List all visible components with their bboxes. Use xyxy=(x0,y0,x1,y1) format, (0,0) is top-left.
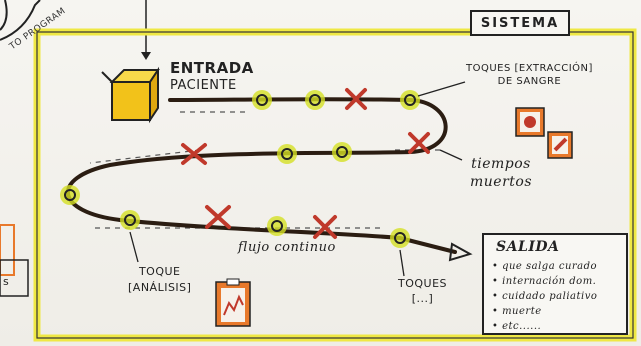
exit-outcome-item: muerte xyxy=(492,304,597,319)
cross-mark xyxy=(313,215,337,239)
box-icon xyxy=(101,66,160,124)
touches-label: TOQUES [...] xyxy=(398,276,447,306)
exit-outcome-item: cuidado paliativo xyxy=(492,289,597,304)
exit-outcome-item: internación dom. xyxy=(492,274,597,289)
touches-line1: TOQUES xyxy=(398,277,448,290)
entry-label: ENTRADA PACIENTE xyxy=(170,60,254,94)
cross-mark xyxy=(408,132,430,154)
analysis-touch-label: TOQUE [ANÁLISIS] xyxy=(128,264,191,296)
left-fragment-box-2 xyxy=(0,259,29,297)
touch-marker xyxy=(390,228,410,248)
blood-extraction-label: TOQUES [EXTRACCIÓN] DE SANGRE xyxy=(466,62,593,88)
dashed-guides xyxy=(89,111,440,229)
touch-marker xyxy=(60,185,80,205)
exit-title: SALIDA xyxy=(496,239,560,255)
touch-marker xyxy=(120,210,140,230)
left-fragment-text: s xyxy=(3,275,9,288)
analysis-touch-line2: [ANÁLISIS] xyxy=(128,281,192,294)
dead-times-label: tiempos muertos xyxy=(470,155,532,191)
corner-arc xyxy=(0,0,41,41)
system-frame-outline xyxy=(36,31,634,339)
system-tag: SISTEMA xyxy=(470,10,570,36)
corner-arc-inner xyxy=(0,0,8,31)
touch-marker xyxy=(400,90,420,110)
flow-path xyxy=(65,97,457,254)
clipboard-chart-icon xyxy=(215,278,251,327)
touch-marker xyxy=(277,144,297,164)
entry-title: ENTRADA xyxy=(170,59,254,77)
touch-marker xyxy=(252,90,272,110)
dead-time-crosses xyxy=(181,88,430,239)
exit-outcome-item: que salga curado xyxy=(492,259,597,274)
touches-line2: [...] xyxy=(411,292,434,305)
label-arrows xyxy=(129,81,466,277)
syringe-icon xyxy=(547,131,573,159)
analysis-touch-line1: TOQUE xyxy=(138,265,181,278)
dead-times-line2: muertos xyxy=(470,174,533,190)
cross-mark xyxy=(345,88,367,110)
touch-marker xyxy=(305,90,325,110)
cross-mark xyxy=(181,143,207,165)
blood-extraction-line2: DE SANGRE xyxy=(497,76,562,87)
dead-times-line1: tiempos xyxy=(471,156,531,172)
continuous-flow-label: flujo continuo xyxy=(238,240,336,255)
blood-sample-icon xyxy=(515,107,545,137)
cross-mark xyxy=(205,205,231,229)
touch-marker xyxy=(332,142,352,162)
entry-subtitle: PACIENTE xyxy=(170,78,237,93)
exit-outcome-item: etc...... xyxy=(492,319,597,334)
touch-marker xyxy=(267,216,287,236)
exit-outcomes-list: que salga curado internación dom. cuidad… xyxy=(492,259,597,334)
touch-markers xyxy=(60,90,420,248)
exit-box: SALIDA que salga curado internación dom.… xyxy=(482,233,628,335)
left-fragment-box xyxy=(0,224,15,276)
input-arrow-head xyxy=(141,52,151,60)
flow-arrow-head xyxy=(448,242,473,262)
blood-extraction-line1: TOQUES [EXTRACCIÓN] xyxy=(466,63,593,74)
